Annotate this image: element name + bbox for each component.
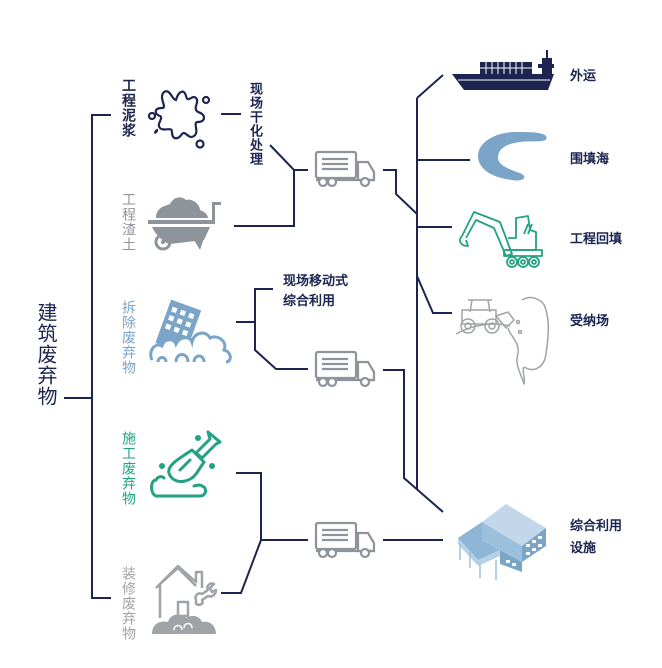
destination-label-recycling-line2: 设施 — [570, 541, 597, 556]
destination-label-recycling-line1: 综合利用 — [570, 519, 623, 534]
destination-label-reclamation: 围填海 — [570, 152, 610, 167]
destination-label-landfill: 受纳场 — [570, 314, 610, 329]
construction-to-truck3-line — [236, 472, 262, 540]
loader-dump-icon — [455, 296, 550, 385]
root-label: 建筑废弃物 — [34, 302, 58, 407]
cargo-ship-icon — [452, 50, 554, 90]
source-label-slurry: 工程泥浆 — [120, 78, 136, 138]
source-label-demolition: 拆除废弃物 — [120, 300, 136, 375]
process-label-onsite-drying: 现场干化处理 — [247, 82, 262, 166]
house-wrench-icon — [152, 564, 218, 634]
truck1-to-trunk-line — [383, 169, 418, 215]
splash-icon — [148, 90, 211, 149]
source-label-renovation: 装修废弃物 — [120, 566, 136, 641]
root-bracket — [91, 114, 111, 599]
trunk-to-loader-line — [416, 275, 452, 314]
crescent-bay-icon — [478, 132, 547, 181]
truck-icon — [314, 521, 376, 559]
shovel-icon — [150, 430, 222, 498]
truck2-to-facility-line — [383, 369, 444, 513]
demolition-to-truck2-line — [254, 322, 308, 370]
source-label-construction: 施工废弃物 — [120, 431, 136, 506]
process-label-onsite-mobile: 现场移动式 综合利用 — [283, 272, 348, 312]
facility-building-icon — [458, 504, 546, 580]
truck-icon — [314, 350, 376, 388]
drying-to-truck1-line — [269, 144, 308, 171]
wheelbarrow-icon — [148, 197, 221, 251]
destination-label-backfill: 工程回填 — [570, 232, 623, 247]
demolition-to-mobile-line — [254, 288, 273, 322]
renovation-to-truck3-line — [221, 539, 308, 594]
destination-label-export: 外运 — [570, 69, 597, 84]
process-label-onsite-mobile-line1: 现场移动式 — [283, 274, 349, 289]
process-label-onsite-mobile-line2: 综合利用 — [283, 294, 336, 309]
excavator-icon — [459, 211, 543, 268]
truck-icon — [314, 150, 376, 188]
destination-label-recycling: 综合利用 设施 — [570, 516, 622, 560]
collapsing-building-icon — [149, 299, 232, 364]
muck-to-truck1-line — [234, 170, 295, 227]
source-label-muck: 工程渣土 — [120, 192, 136, 252]
trunk-to-ship-line — [416, 74, 444, 99]
